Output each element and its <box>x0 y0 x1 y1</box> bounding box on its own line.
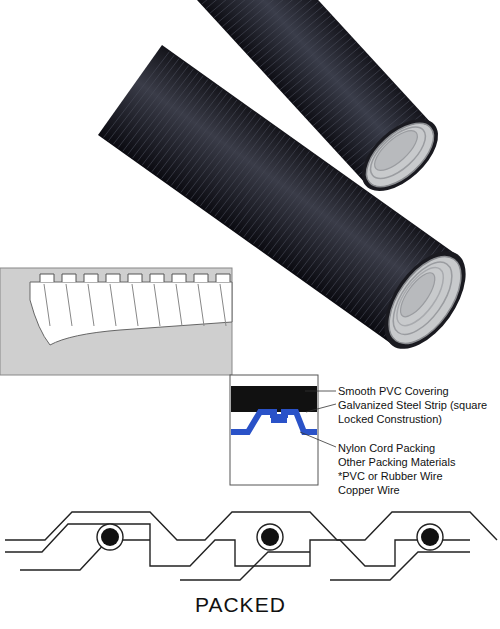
wire-core <box>421 528 439 546</box>
lock-ridge <box>84 274 98 282</box>
wire-core <box>101 528 119 546</box>
part-label: *PVC or Rubber Wire <box>338 469 498 483</box>
cut-line <box>44 284 50 326</box>
packed-profile <box>5 512 497 580</box>
upper-hose <box>197 0 451 204</box>
part-label: Other Packing Materials <box>338 455 498 469</box>
wire-ring <box>417 524 443 550</box>
cut-line <box>132 284 138 326</box>
lock-ridge <box>40 274 54 282</box>
hose-rib <box>218 0 286 22</box>
cut-line <box>110 284 116 326</box>
part-label: Copper Wire <box>338 483 498 497</box>
hose-rib <box>210 0 278 13</box>
cut-line <box>176 284 182 326</box>
cut-line <box>88 284 94 326</box>
lock-ridge <box>172 274 186 282</box>
hose-rib <box>231 0 299 36</box>
lock-ridge <box>62 274 76 282</box>
cut-line <box>66 284 72 326</box>
wire-ring <box>257 524 283 550</box>
figure-title: PACKED <box>195 593 286 617</box>
wire-core <box>261 528 279 546</box>
lock-ridge <box>194 274 208 282</box>
part-label: Smooth PVC Covering <box>338 384 498 398</box>
part-label: Nylon Cord Packing <box>338 441 498 455</box>
hose-rib <box>239 0 307 45</box>
lock-ridge <box>216 274 230 282</box>
cutaway-view <box>0 268 232 375</box>
part-label: Galvanized Steel Strip (square Locked Co… <box>338 398 498 426</box>
cut-line <box>198 284 204 326</box>
lock-ridge <box>106 274 120 282</box>
cut-line <box>220 284 226 326</box>
cut-line <box>154 284 160 326</box>
lock-ridge <box>128 274 142 282</box>
packing-wires <box>97 524 443 550</box>
lock-ridge <box>150 274 164 282</box>
cross-section-inset <box>230 375 336 485</box>
wire-ring <box>97 524 123 550</box>
